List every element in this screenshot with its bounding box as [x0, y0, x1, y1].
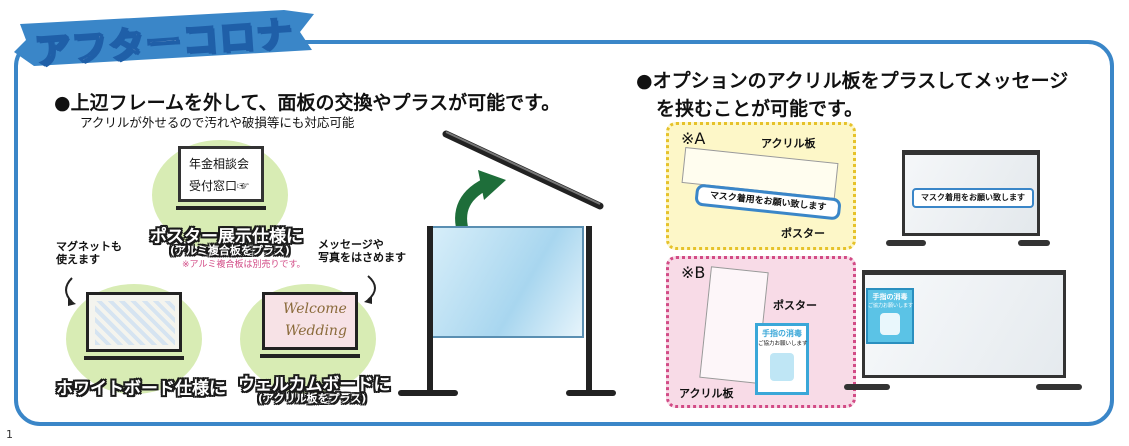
welcome-board-line2: Wedding — [285, 323, 347, 339]
whiteboard-caption: ホワイトボード仕様に — [56, 379, 226, 399]
option-a-photo-sign-text: マスク着用をお願い致します — [921, 193, 1025, 202]
option-a-box: ※A アクリル板 マスク着用をお願い致します ポスター — [666, 122, 856, 250]
content-frame — [14, 40, 1114, 426]
option-a-tag: ※A — [681, 129, 706, 148]
option-b-photo: 手指の消毒 ご協力お願いします — [842, 258, 1086, 404]
option-a-photo: マスク着用をお願い致します — [882, 126, 1050, 252]
option-b-photo-sign: 手指の消毒 ご協力お願いします — [866, 288, 914, 344]
whiteboard-scribbles — [95, 301, 175, 345]
welcome-caption-sub: (アクリル板をプラス) — [258, 392, 367, 405]
poster-caption-note: ※アルミ複合板は別売りです。 — [182, 260, 306, 270]
poster-stand-base — [176, 206, 266, 210]
banner-background — [14, 10, 314, 66]
option-b-photo-sign-title: 手指の消毒 — [872, 293, 908, 301]
option-b-sign-title: 手指の消毒 — [762, 329, 802, 338]
stand-foot-left — [398, 390, 458, 396]
right-heading-line1: ●オプションのアクリル板をプラスしてメッセージ — [636, 70, 1069, 92]
option-b-poster-label: ポスター — [773, 299, 817, 312]
whiteboard-board — [86, 292, 182, 352]
option-b-photo-sign-sub: ご協力お願いします — [868, 303, 914, 309]
hand-sanitizer-icon — [770, 353, 794, 381]
option-b-photo-foot-right — [1036, 384, 1082, 390]
poster-board: 年金相談会 受付窓口☞ — [178, 146, 264, 202]
poster-caption-sub: (アルミ複合板をプラス) — [170, 244, 290, 257]
option-a-poster-label: ポスター — [781, 227, 825, 240]
option-b-sign-sub: ご協力お願いします — [758, 341, 808, 347]
hand-wash-icon — [880, 313, 900, 335]
whiteboard-stand-base — [84, 356, 184, 360]
curved-arrow-right-icon — [364, 275, 376, 304]
option-b-tag: ※B — [681, 263, 706, 282]
welcome-board: Welcome Wedding — [262, 292, 358, 350]
option-a-photo-foot-left — [886, 240, 926, 246]
acrylic-panel — [430, 226, 584, 338]
option-a-acrylic-label: アクリル板 — [761, 137, 816, 150]
poster-caption: ポスター展示仕様に — [150, 227, 303, 247]
option-a-photo-foot-right — [1018, 240, 1050, 246]
option-b-photo-foot-left — [844, 384, 890, 390]
poster-board-line1: 年金相談会 — [189, 157, 250, 171]
stand-post-left — [427, 226, 433, 394]
poster-board-line2: 受付窓口☞ — [189, 179, 250, 193]
option-b-sign: 手指の消毒 ご協力お願いします — [755, 323, 809, 395]
stand-foot-right — [566, 390, 616, 396]
top-frame-bar — [442, 130, 604, 210]
option-b-box: ※B ポスター 手指の消毒 ご協力お願いします アクリル板 — [666, 256, 856, 408]
stand-post-right — [586, 226, 592, 394]
curved-arrow-left-icon — [65, 277, 76, 306]
left-subheading: アクリルが外せるので汚れや破損等にも対応可能 — [80, 115, 355, 130]
welcome-caption: ウェルカムボードに — [238, 375, 391, 395]
option-a-photo-sign: マスク着用をお願い致します — [912, 188, 1034, 208]
left-heading: ●上辺フレームを外して、面板の交換やプラスが可能です。 — [54, 92, 561, 114]
page-number: 1 — [6, 428, 13, 441]
option-b-acrylic-label: アクリル板 — [679, 387, 734, 400]
message-note: メッセージや 写真をはさめます — [318, 238, 406, 264]
welcome-stand-base — [260, 354, 360, 358]
magnet-note: マグネットも 使えます — [56, 240, 122, 266]
welcome-board-line1: Welcome — [283, 301, 347, 317]
right-heading-line2: を挟むことが可能です。 — [656, 98, 864, 120]
